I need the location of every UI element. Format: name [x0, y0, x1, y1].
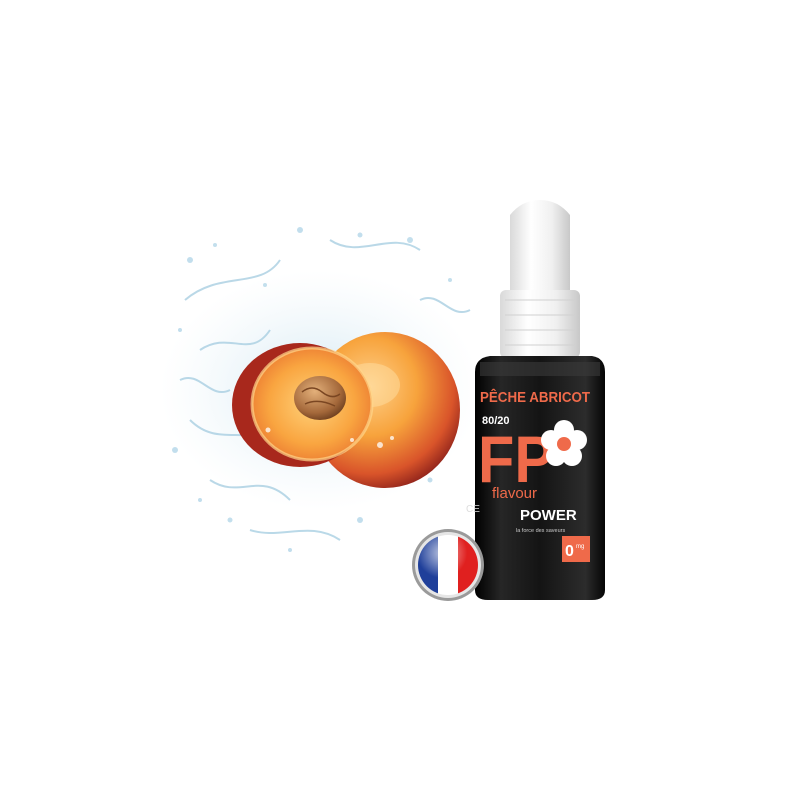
eliquid-bottle: PÊCHE ABRICOT 80/20 FP flavour POWER la …: [466, 200, 605, 600]
peach-pit: [294, 376, 346, 420]
nicotine-badge: 0 mg: [562, 536, 590, 562]
side-ce-text: CE: [466, 504, 480, 515]
bottle-cap: [500, 200, 580, 358]
nicotine-value: 0: [565, 543, 574, 560]
peach-half: [232, 343, 394, 467]
brand-word-flavour: flavour: [492, 485, 537, 502]
nicotine-unit: mg: [576, 544, 584, 550]
flavor-name: PÊCHE ABRICOT: [480, 388, 590, 406]
brand-initials: FP: [478, 422, 554, 496]
france-flag-icon: [412, 529, 484, 601]
ratio-text: 80/20: [482, 415, 510, 427]
flower-logo-icon: [541, 420, 587, 466]
brand-word-power: POWER: [520, 507, 577, 524]
brand-tagline: la force des saveurs: [516, 528, 565, 534]
